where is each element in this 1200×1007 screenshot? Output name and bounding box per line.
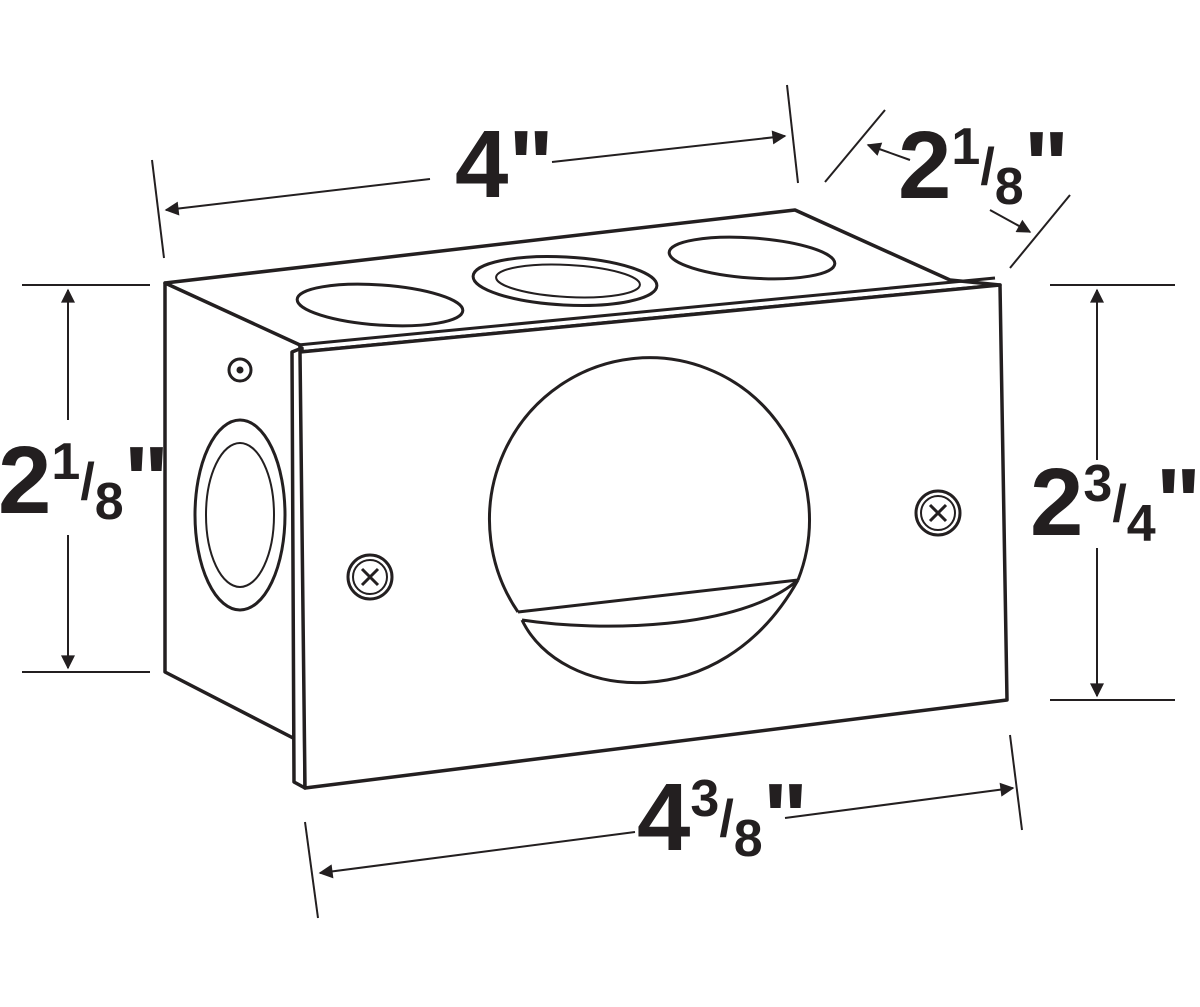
dim-depth-whole: 2 [898, 112, 951, 219]
side-small-hole [227, 357, 253, 383]
svg-text:43/8": 43/8" [637, 764, 808, 871]
svg-text:4": 4" [455, 111, 554, 218]
dim-top-width-whole: 4 [455, 111, 508, 218]
svg-text:21/8": 21/8" [898, 112, 1069, 219]
dim-depth-num: 1 [951, 118, 980, 176]
dim-front-h-whole: 2 [1030, 449, 1083, 556]
dimension-depth: 21/8" [824, 109, 1071, 269]
dim-depth-den: 8 [995, 158, 1024, 216]
dim-unit: " [124, 427, 170, 534]
dim-side-whole: 2 [0, 427, 51, 534]
svg-text:23/4": 23/4" [1030, 449, 1200, 556]
dim-unit: " [1024, 112, 1070, 219]
dim-unit: " [1156, 449, 1200, 556]
top-knockout-left [295, 282, 465, 328]
dim-front-w-den: 8 [734, 810, 763, 868]
screw-icon [346, 553, 394, 601]
front-face [298, 283, 1009, 790]
svg-text:21/8": 21/8" [0, 427, 169, 534]
side-knockout-inner [205, 442, 275, 588]
screw-icon [914, 489, 962, 537]
dim-unit: " [763, 764, 809, 871]
dimension-front-height: 23/4" [1030, 284, 1200, 701]
electrical-box [163, 208, 1009, 790]
top-knockout-center-outer [471, 255, 659, 307]
front-top-lip [297, 276, 996, 347]
dimension-front-width: 43/8" [304, 734, 1023, 919]
dim-side-num: 1 [51, 433, 80, 491]
side-knockout-outer [193, 418, 287, 612]
left-side-face [163, 281, 302, 742]
dim-front-h-num: 3 [1083, 455, 1112, 513]
dim-front-w-num: 3 [690, 770, 719, 828]
dim-unit: " [508, 111, 554, 218]
dimension-side-height: 21/8" [0, 284, 169, 673]
top-knockout-right [667, 235, 837, 281]
dim-front-h-den: 4 [1127, 495, 1156, 553]
top-knockout-center-inner [495, 263, 641, 299]
dim-side-den: 8 [95, 473, 124, 531]
dimension-top-width: 4" [151, 84, 799, 259]
dim-front-w-whole: 4 [637, 764, 690, 871]
front-round-opening [488, 356, 811, 685]
